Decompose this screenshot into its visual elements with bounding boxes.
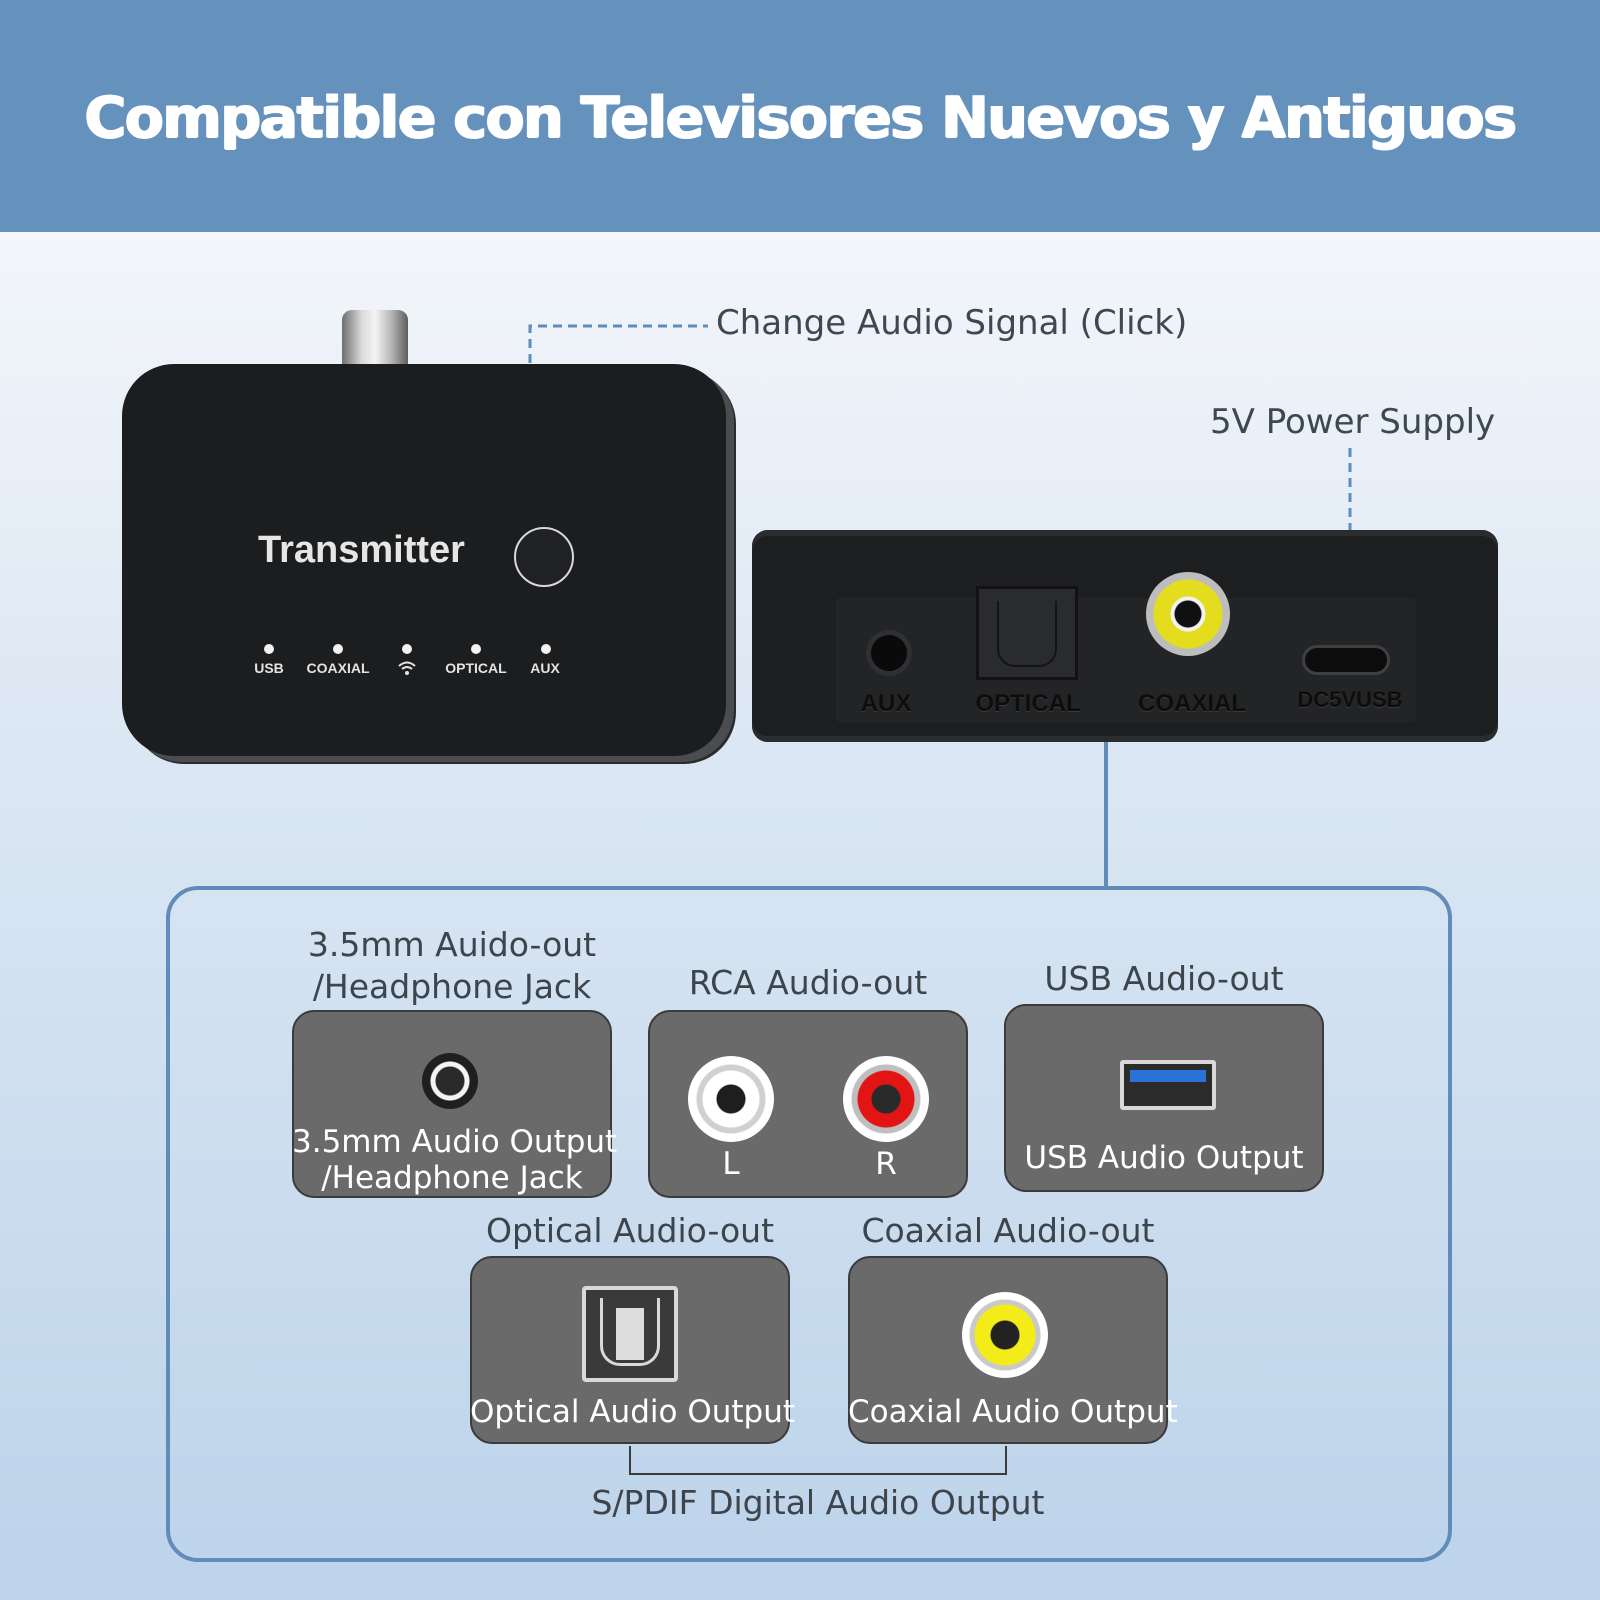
rca-right-label: R — [875, 1146, 897, 1182]
jack35-text-1: 3.5mm Audio Output — [292, 1124, 618, 1160]
led-coaxial — [333, 644, 343, 654]
spdif-label: S/PDIF Digital Audio Output — [591, 1483, 1045, 1522]
led-label-optical: OPTICAL — [445, 660, 507, 676]
optical-port-icon — [582, 1286, 678, 1382]
coaxial-text: Coaxial Audio Output — [848, 1394, 1178, 1430]
optical-text: Optical Audio Output — [470, 1394, 796, 1430]
page-title: Compatible con Televisores Nuevos y Anti… — [84, 85, 1517, 151]
optical-title: Optical Audio-out — [485, 1211, 775, 1250]
antenna-knob — [342, 310, 408, 372]
usb-text: USB Audio Output — [1024, 1140, 1304, 1176]
jack35-title-1: 3.5mm Auido-out — [307, 925, 597, 964]
rear-label-optical: OPTICAL — [975, 690, 1081, 717]
rca-right-icon — [843, 1056, 929, 1142]
rear-label-coaxial: COAXIAL — [1138, 690, 1246, 717]
led-aux — [541, 644, 551, 654]
power-supply-label: 5V Power Supply — [1210, 402, 1496, 442]
rca-title: RCA Audio-out — [688, 963, 928, 1002]
coaxial-title: Coaxial Audio-out — [861, 1211, 1155, 1250]
wifi-icon — [398, 661, 416, 675]
rca-left-label: L — [722, 1146, 740, 1182]
led-optical — [471, 644, 481, 654]
led-label-usb: USB — [254, 660, 284, 676]
optical-port — [976, 586, 1078, 680]
usb-port-icon — [1120, 1060, 1216, 1110]
mode-button[interactable] — [514, 527, 574, 587]
transmitter-body — [122, 364, 726, 756]
led-bluetooth — [402, 644, 412, 654]
jack35-title-2: /Headphone Jack — [312, 967, 592, 1006]
coaxial-port — [1146, 572, 1230, 656]
led-label-coaxial: COAXIAL — [306, 660, 370, 676]
transmitter-label: Transmitter — [258, 529, 465, 571]
aux-port — [866, 630, 912, 676]
coaxial-port-icon — [962, 1292, 1048, 1378]
headphone-jack-icon — [422, 1053, 478, 1109]
rear-label-dc5vusb: DC5VUSB — [1297, 687, 1403, 712]
led-label-aux: AUX — [530, 660, 560, 676]
header-banner: Compatible con Televisores Nuevos y Anti… — [0, 0, 1600, 232]
usb-title: USB Audio-out — [1044, 959, 1284, 998]
rear-label-aux: AUX — [860, 690, 912, 717]
change-signal-label: Change Audio Signal (Click) — [716, 303, 1188, 343]
outputs-panel — [166, 886, 1452, 1562]
led-usb — [264, 644, 274, 654]
usb-c-port — [1302, 645, 1390, 675]
jack35-text-2: /Headphone Jack — [321, 1160, 583, 1196]
rca-left-icon — [688, 1056, 774, 1142]
